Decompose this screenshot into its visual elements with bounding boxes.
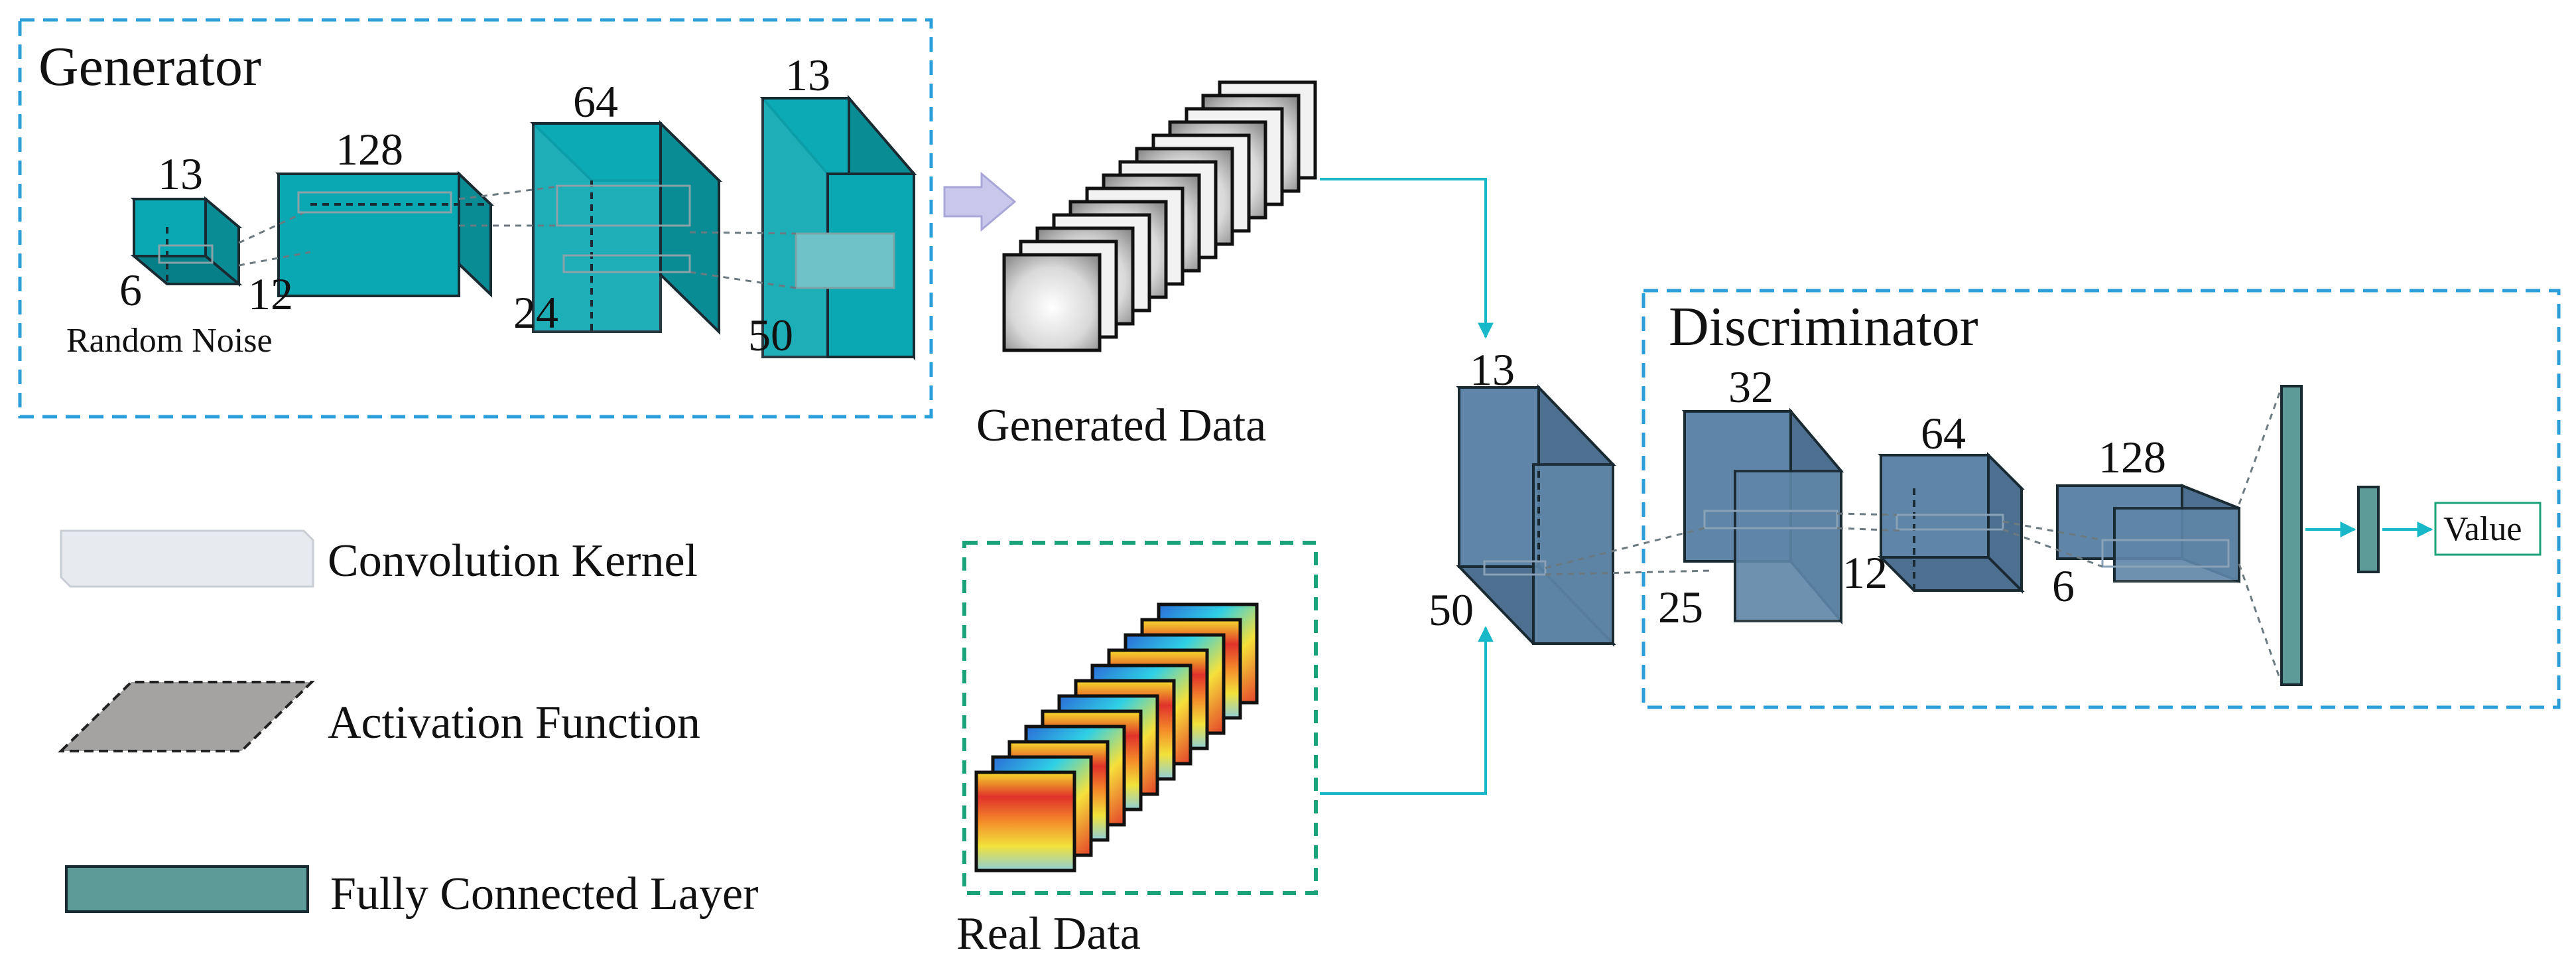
legend-item-activation-function: Activation Function	[58, 681, 700, 752]
generator-box	[18, 18, 933, 419]
discriminator-block-2	[1681, 407, 1844, 625]
generator-block-2	[275, 171, 494, 298]
generated-to-discriminator-arrow	[1320, 178, 1494, 339]
generated-data-frame	[1002, 253, 1102, 352]
discriminator-dim-6: 12	[1842, 547, 1888, 598]
discriminator-block-1	[1456, 384, 1616, 647]
discriminator-title: Discriminator	[1669, 296, 1978, 358]
legend-item-fully-connected-layer: Fully Connected Layer	[65, 865, 758, 920]
discriminator-dim-7: 128	[2098, 432, 2166, 482]
generator-dim-7: 13	[785, 50, 830, 100]
discriminator-dim-4: 25	[1658, 582, 1703, 632]
discriminator-block-4	[2056, 484, 2240, 583]
generator-kernel-rects	[158, 184, 691, 273]
generator-dim-2: 6	[119, 265, 142, 315]
value-output-box	[2434, 502, 2542, 556]
legend-label-activation-function: Activation Function	[328, 697, 700, 748]
legend-label-convolution-kernel: Convolution Kernel	[328, 535, 698, 587]
random-noise-label: Random Noise	[66, 322, 273, 360]
discriminator-fc-layer-2	[2357, 486, 2380, 573]
convolution-kernel-icon	[60, 529, 314, 588]
real-data-stack	[974, 602, 1259, 872]
generator-dim-8: 50	[748, 310, 793, 360]
legend-item-convolution-kernel: Convolution Kernel	[60, 529, 698, 588]
discriminator-dim-2: 50	[1429, 585, 1474, 635]
discriminator-dim-8: 6	[2052, 561, 2075, 611]
discriminator-fc-layer-1	[2280, 385, 2303, 686]
generated-data-stack	[1002, 80, 1317, 352]
discriminator-kernel-connectors	[1545, 387, 2283, 684]
discriminator-dim-3: 32	[1728, 362, 1773, 412]
legend-label-fully-connected-layer: Fully Connected Layer	[330, 869, 758, 920]
generator-block-4	[759, 94, 917, 361]
generator-kernel-connectors	[238, 184, 797, 289]
generator-dim-5: 64	[573, 76, 618, 127]
generator-dim-6: 24	[513, 287, 558, 338]
real-data-label: Real Data	[956, 908, 1141, 959]
generator-section: Generator	[18, 18, 933, 419]
generator-block-1	[130, 196, 243, 287]
discriminator-dim-5: 64	[1921, 408, 1966, 458]
real-data-frame	[974, 770, 1076, 872]
fully-connected-layer-icon	[65, 865, 309, 913]
discriminator-block-3	[1878, 452, 2025, 594]
legend: Convolution Kernel Activation Function F…	[58, 529, 758, 920]
generator-dim-1: 13	[158, 149, 203, 199]
discriminator-dim-1: 13	[1470, 344, 1515, 395]
generator-block-3	[530, 120, 722, 335]
real-data-box	[962, 541, 1318, 895]
generator-kernel-highlight	[795, 232, 895, 289]
generator-output-arrow	[943, 171, 1017, 232]
generated-data-label: Generated Data	[976, 400, 1266, 451]
discriminator-section: Discriminator	[1429, 289, 2561, 709]
real-to-discriminator-arrow	[1320, 626, 1494, 795]
generator-dim-3: 12	[248, 269, 293, 319]
discriminator-box	[1642, 289, 2561, 709]
generator-title: Generator	[38, 36, 261, 98]
generator-dim-4: 128	[336, 124, 403, 174]
value-output-label: Value	[2443, 510, 2522, 548]
activation-function-icon	[58, 681, 315, 752]
